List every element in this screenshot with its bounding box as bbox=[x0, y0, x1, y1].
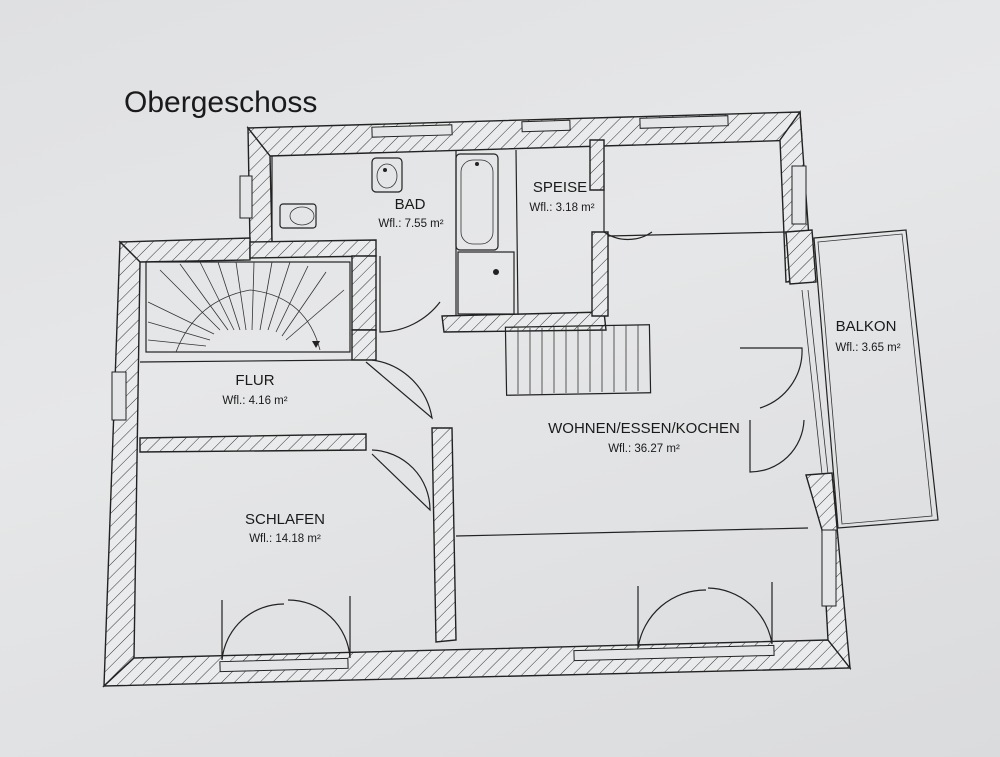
room-name-balkon: BALKON bbox=[836, 318, 897, 335]
room-name-flur: FLUR bbox=[235, 372, 274, 389]
shower-icon bbox=[457, 251, 515, 315]
balcony bbox=[801, 229, 939, 529]
door-schlafen-window-1 bbox=[221, 600, 285, 661]
room-area-speise: Wfl.: 3.18 m² bbox=[529, 202, 594, 214]
door-schlafen-window-2 bbox=[287, 596, 351, 659]
room-name-bad: BAD bbox=[395, 196, 426, 213]
room-area-wohnen: Wfl.: 36.27 m² bbox=[608, 443, 680, 455]
doors bbox=[221, 190, 805, 661]
room-labels: BAD Wfl.: 7.55 m² SPEISE Wfl.: 3.18 m² B… bbox=[222, 179, 900, 545]
sink-icon bbox=[371, 157, 403, 193]
room-name-wohnen: WOHNEN/ESSEN/KOCHEN bbox=[548, 420, 740, 437]
door-wohnen-window-1 bbox=[637, 586, 707, 649]
stair-wohnen bbox=[504, 324, 652, 396]
interior-walls bbox=[139, 139, 609, 643]
plan-title: Obergeschoss bbox=[124, 86, 317, 119]
room-area-flur: Wfl.: 4.16 m² bbox=[222, 395, 287, 407]
room-name-schlafen: SCHLAFEN bbox=[245, 511, 325, 528]
door-balkon-1 bbox=[740, 347, 803, 409]
door-schlafen bbox=[371, 449, 431, 512]
room-area-schlafen: Wfl.: 14.18 m² bbox=[249, 533, 321, 545]
bathtub-icon bbox=[455, 153, 499, 251]
toilet-icon bbox=[279, 203, 317, 229]
windows bbox=[111, 115, 837, 673]
door-speise bbox=[603, 190, 653, 241]
door-flur bbox=[365, 359, 433, 420]
exterior-walls bbox=[102, 110, 852, 688]
room-area-bad: Wfl.: 7.55 m² bbox=[378, 218, 443, 230]
door-wohnen-window-2 bbox=[707, 582, 773, 645]
bathroom-fixtures bbox=[279, 153, 515, 315]
door-bad bbox=[379, 256, 441, 333]
room-area-balkon: Wfl.: 3.65 m² bbox=[835, 342, 900, 354]
staircase bbox=[145, 261, 351, 353]
room-name-speise: SPEISE bbox=[533, 179, 587, 196]
door-balkon-2 bbox=[749, 419, 805, 473]
